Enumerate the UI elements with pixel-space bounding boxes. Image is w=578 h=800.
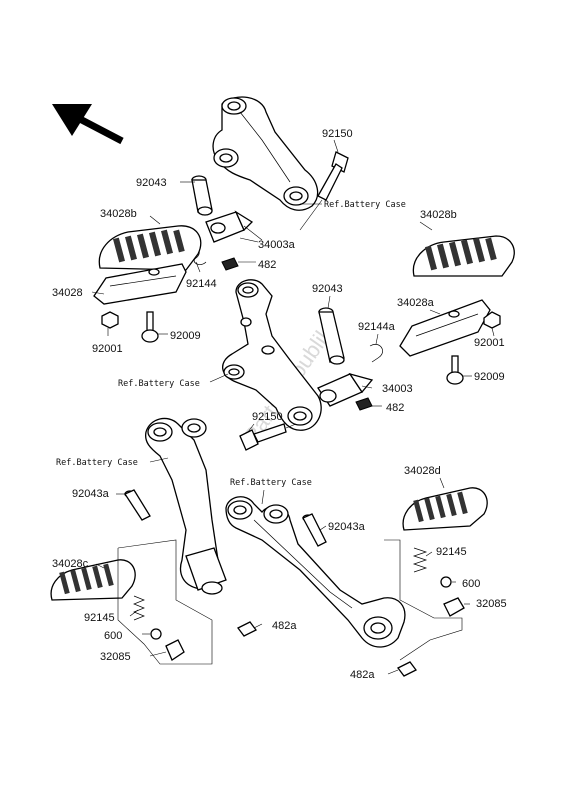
- ball-600-right: [440, 576, 452, 588]
- label-482-mid: 482: [386, 402, 404, 414]
- label-92144: 92144: [186, 278, 217, 290]
- ball-482a-mid: [237, 621, 257, 637]
- label-92043-mid: 92043: [312, 283, 343, 295]
- rider-bracket-right: [212, 96, 319, 211]
- label-34028b-right: 34028b: [420, 209, 457, 221]
- label-92001-left: 92001: [92, 343, 123, 355]
- footpeg-34028-left: [93, 263, 187, 305]
- nut-92001-left: [101, 311, 119, 329]
- footpeg-rubber-34028b-left: [98, 225, 202, 271]
- assembly-outline-right: [384, 539, 463, 661]
- label-92043a-left: 92043a: [72, 488, 110, 500]
- leader-lines: [91, 139, 495, 675]
- nut-92001-right: [483, 311, 501, 329]
- label-92009-right: 92009: [474, 371, 505, 383]
- pin-92043-mid: [318, 307, 345, 365]
- label-92145-right: 92145: [436, 546, 467, 558]
- label-600-left: 600: [104, 630, 122, 642]
- passenger-bracket-right: [225, 496, 406, 648]
- label-92150-top: 92150: [322, 128, 353, 140]
- label-92043-top: 92043: [136, 177, 167, 189]
- pin-92043a-right: [302, 513, 327, 547]
- footpeg-mount-34003a: [205, 210, 263, 243]
- bolt-92009-right: [446, 355, 464, 385]
- bolt-92150-mid: [239, 423, 297, 451]
- label-34003a: 34003a: [258, 239, 296, 251]
- label-ref-battery-case-lower-left: Ref.Battery Case: [56, 458, 138, 468]
- label-92150-mid: 92150: [252, 411, 283, 423]
- pin-92043-top: [191, 175, 213, 216]
- detent-plate-32085-right: [443, 597, 465, 617]
- ball-600-left: [150, 628, 162, 640]
- ball-482-mid: [355, 397, 373, 411]
- detent-plate-32085-left: [165, 639, 185, 661]
- label-482a-bottom: 482a: [350, 669, 375, 681]
- footpeg-rubber-34028b-right: [412, 235, 515, 277]
- label-ref-battery-case-top: Ref.Battery Case: [324, 200, 406, 210]
- assembly-outline-left: [117, 539, 213, 665]
- label-482a-mid: 482a: [272, 620, 297, 632]
- front-arrow-icon: [52, 104, 124, 145]
- label-92009-left: 92009: [170, 330, 201, 342]
- footpeg-34028c: [50, 559, 136, 601]
- ball-482a-bottom: [397, 661, 417, 677]
- label-34028b-left: 34028b: [100, 208, 137, 220]
- spring-92145-right: [412, 547, 428, 573]
- label-34003: 34003: [382, 383, 413, 395]
- footpeg-34028a-right: [399, 299, 491, 357]
- label-34028a: 34028a: [397, 297, 435, 309]
- rider-bracket-left: [222, 279, 322, 431]
- label-34028d: 34028d: [404, 465, 441, 477]
- pin-92043a-left: [124, 489, 151, 521]
- label-34028-left: 34028: [52, 287, 83, 299]
- ball-482-top: [221, 257, 239, 271]
- label-92144a: 92144a: [358, 321, 396, 333]
- bolt-92009-left: [141, 311, 159, 343]
- label-32085-left: 32085: [100, 651, 131, 663]
- label-92001-right: 92001: [474, 337, 505, 349]
- label-482-top: 482: [258, 259, 276, 271]
- label-34028c: 34028c: [52, 558, 89, 570]
- footpeg-34028d: [402, 487, 488, 531]
- label-600-right: 600: [462, 578, 480, 590]
- label-ref-battery-case-mid: Ref.Battery Case: [118, 379, 200, 389]
- label-92043a-right: 92043a: [328, 521, 366, 533]
- label-32085-right: 32085: [476, 598, 507, 610]
- footpeg-mount-34003: [317, 372, 374, 407]
- label-ref-battery-case-lower-right: Ref.Battery Case: [230, 478, 312, 488]
- bolt-92150-top: [299, 151, 349, 231]
- label-92145-left: 92145: [84, 612, 115, 624]
- spring-92145-left: [133, 595, 145, 621]
- spring-92144a: [369, 344, 383, 363]
- passenger-bracket-left: [144, 417, 227, 595]
